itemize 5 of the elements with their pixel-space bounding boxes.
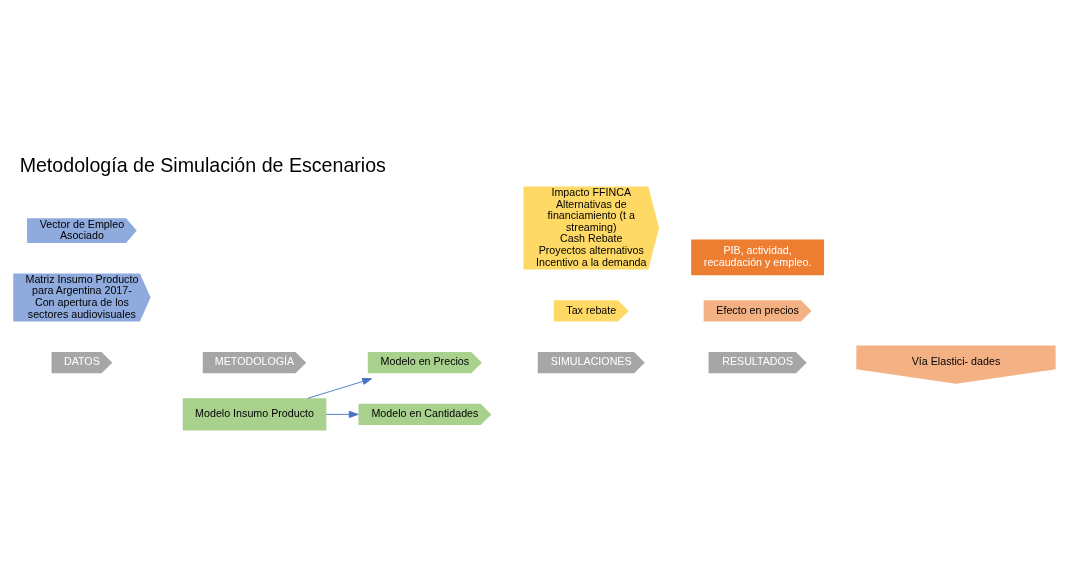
node-box: Modelo Insumo Producto	[182, 398, 327, 431]
arrow	[325, 410, 359, 418]
diagram-title: Metodología de Simulación de Escenarios	[19, 153, 386, 176]
arrow	[307, 377, 373, 399]
node-box: PIB, actividad, recaudación y empleo.	[691, 239, 825, 276]
